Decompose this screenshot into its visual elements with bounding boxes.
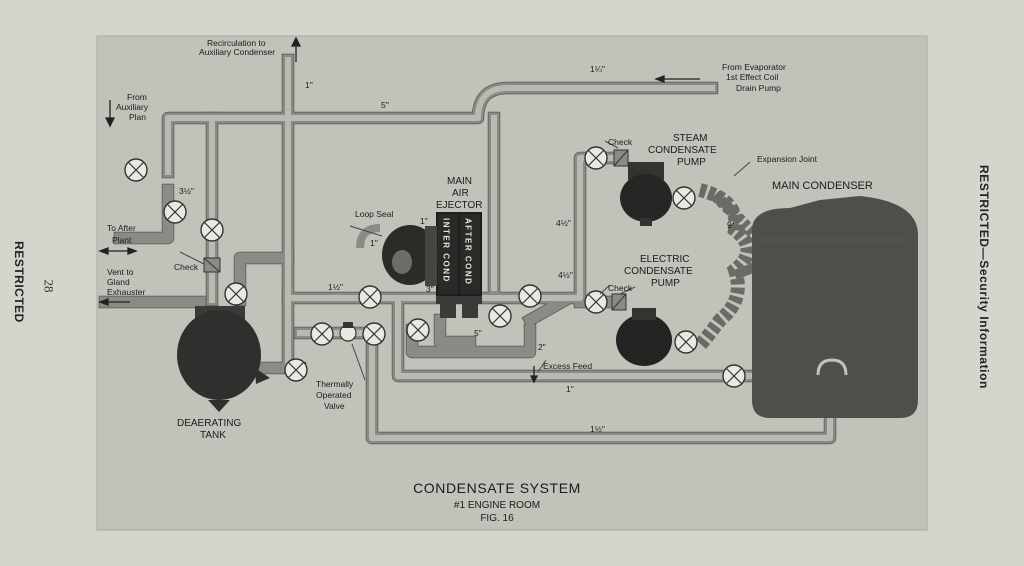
inter-cond-label: INTER COND: [442, 218, 451, 283]
valve-bypass-1[interactable]: [310, 322, 334, 346]
vent-label-2: Gland: [107, 277, 130, 287]
leader-lines: [179, 140, 751, 381]
flow-arrows: [98, 36, 700, 384]
deaerating-tank-label-1: DEAERATING: [177, 418, 241, 429]
size-1in-bottom: 1": [566, 384, 574, 394]
size-1in-recirc: 1": [305, 80, 313, 90]
from-auxiliary-label-2: Auxiliary: [116, 102, 149, 112]
loop-seal-label: Loop Seal: [355, 209, 393, 219]
electric-pump-label-3: PUMP: [651, 278, 680, 289]
valve-1half-mid[interactable]: [358, 285, 382, 309]
check-label-steam: Check: [608, 137, 633, 147]
recirculation-label-1: Recirculation to: [207, 38, 266, 48]
thermally-label-3: Valve: [324, 401, 345, 411]
size-1in-loop: 1": [420, 216, 428, 226]
main-air-ejector-label-1: MAIN: [447, 176, 472, 187]
valve-condenser-return[interactable]: [722, 364, 746, 388]
from-evaporator-label-2: 1st Effect Coil: [726, 72, 778, 82]
main-air-ejector-label-2: AIR: [452, 188, 469, 199]
steam-condensate-pump: [620, 162, 672, 226]
size-4half-lower: 4½": [558, 270, 573, 280]
from-auxiliary-label-1: From: [127, 92, 147, 102]
main-air-ejector-label-3: EJECTOR: [436, 200, 483, 211]
from-evaporator-label-1: From Evaporator: [722, 62, 786, 72]
electric-pump-label-2: CONDENSATE: [624, 266, 693, 277]
from-auxiliary-label-3: Plan: [129, 112, 146, 122]
recirculation-label-2: Auxiliary Condenser: [199, 47, 275, 57]
from-evaporator-label-3: Drain Pump: [736, 83, 781, 93]
electric-pump-label-1: ELECTRIC: [640, 254, 689, 265]
electric-condensate-pump: [616, 308, 672, 366]
main-air-ejector: INTER COND AFTER COND: [436, 212, 482, 318]
size-3half-left: 3½": [179, 186, 194, 196]
valve-bypass-2[interactable]: [362, 322, 386, 346]
caption-title: CONDENSATE SYSTEM: [413, 480, 581, 496]
size-1in-loop-side: 1": [370, 238, 378, 248]
thermally-operated-valve[interactable]: [339, 322, 357, 342]
size-1quarter-top: 1¼": [590, 64, 605, 74]
loop-seal-drum: [356, 224, 438, 286]
check-valve-steam[interactable]: [613, 149, 629, 167]
figure-caption: CONDENSATE SYSTEM #1 ENGINE ROOM FIG. 16: [413, 480, 581, 524]
check-label-left: Check: [174, 262, 199, 272]
main-condenser: [752, 196, 918, 418]
caption-figure: FIG. 16: [480, 513, 514, 524]
valve-steam-pump-suction[interactable]: [672, 186, 696, 210]
steam-pump-label-2: CONDENSATE: [648, 145, 717, 156]
check-label-electric: Check: [608, 283, 633, 293]
valve-steam-pump-discharge[interactable]: [584, 146, 608, 170]
check-valve-electric[interactable]: [611, 293, 627, 311]
size-1half-mid: 1½": [328, 282, 343, 292]
to-after-plant-label-1: To After: [107, 223, 136, 233]
size-1half-bottom: 1½": [590, 424, 605, 434]
valve-3half-lower[interactable]: [200, 218, 224, 242]
valve-ejector-bypass[interactable]: [518, 284, 542, 308]
expansion-joint-label: Expansion Joint: [757, 154, 818, 164]
valves: [124, 146, 746, 388]
main-condenser-label: MAIN CONDENSER: [772, 180, 873, 192]
nine-star-label: 9*: [727, 220, 736, 230]
after-cond-label: AFTER COND: [464, 218, 473, 285]
check-valve-left[interactable]: [203, 257, 221, 273]
size-5in-top: 5": [381, 100, 389, 110]
thermally-label-1: Thermally: [316, 379, 354, 389]
valve-from-auxiliary[interactable]: [124, 158, 148, 182]
steam-pump-label-1: STEAM: [673, 133, 707, 144]
thermally-label-2: Operated: [316, 390, 352, 400]
deaerating-tank-label-2: TANK: [200, 430, 226, 441]
caption-subtitle: #1 ENGINE ROOM: [454, 500, 540, 511]
size-5in-mid: 5": [474, 328, 482, 338]
vent-label-3: Exhauster: [107, 287, 145, 297]
size-3in-mid: 3": [426, 284, 434, 294]
size-4half-upper: 4½": [556, 218, 571, 228]
vent-label-1: Vent to: [107, 267, 134, 277]
to-after-plant-label-2: Plant: [112, 235, 132, 245]
valve-ejector-inlet[interactable]: [406, 318, 430, 342]
valve-ejector-outlet[interactable]: [488, 304, 512, 328]
valve-deaerator-outlet[interactable]: [284, 358, 308, 382]
size-2in-excess: 2": [538, 342, 546, 352]
valve-electric-pump-discharge[interactable]: [584, 290, 608, 314]
deaerating-tank: [177, 306, 270, 412]
valve-deaerator-inlet[interactable]: [224, 282, 248, 306]
valve-electric-pump-suction[interactable]: [674, 330, 698, 354]
steam-pump-label-3: PUMP: [677, 157, 706, 168]
excess-feed-label: Excess Feed: [543, 361, 592, 371]
valve-3half-upper[interactable]: [163, 200, 187, 224]
